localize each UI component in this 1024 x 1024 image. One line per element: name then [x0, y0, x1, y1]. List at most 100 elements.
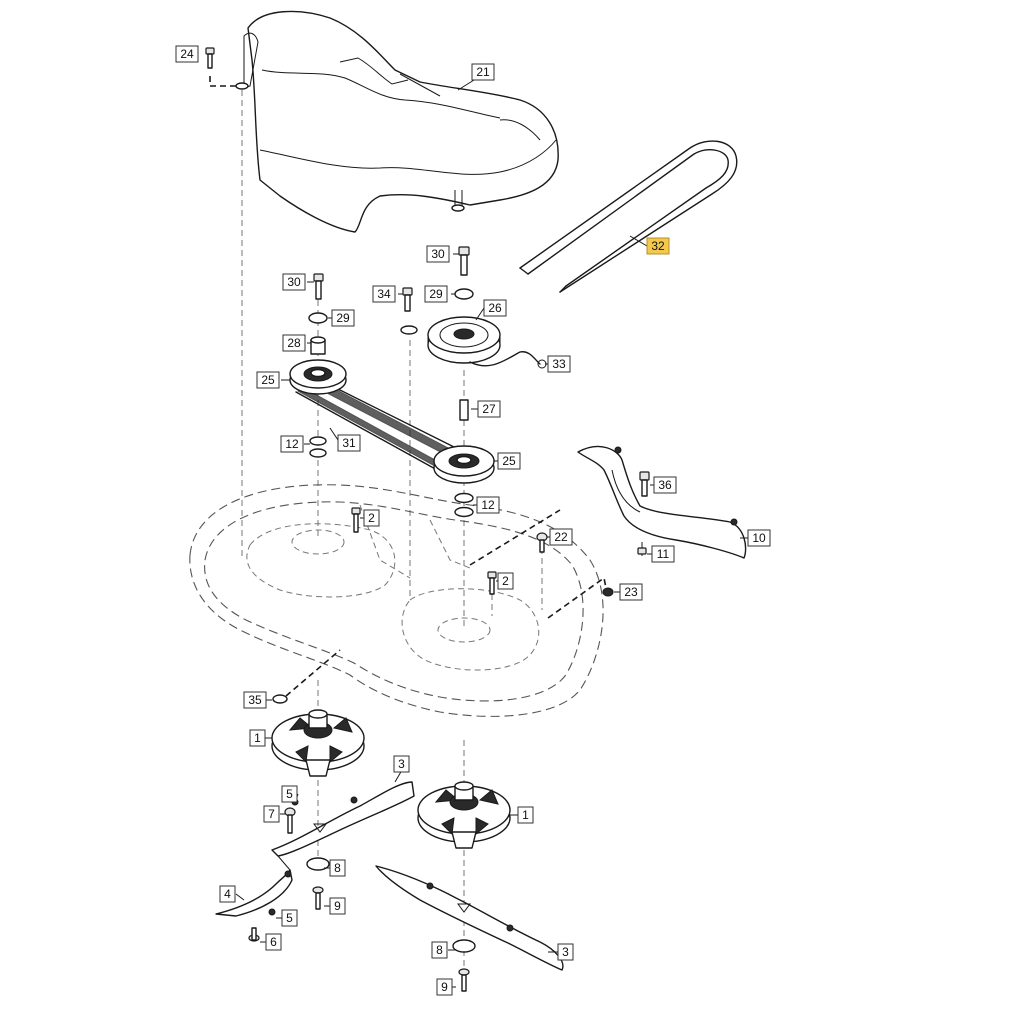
bolt-30-right [458, 246, 470, 276]
callout-box [471, 63, 495, 81]
washer-12-right-a [454, 492, 474, 504]
blade-left-part [215, 781, 415, 917]
callout-label: 34 [377, 287, 391, 301]
deck-cover-part [235, 10, 559, 233]
callout-label: 1 [254, 731, 261, 745]
callout-box [476, 496, 500, 514]
callout-box [646, 237, 670, 255]
callout-box [256, 371, 280, 389]
callout-box [329, 859, 346, 877]
callout-label: 5 [286, 787, 293, 801]
callout-label: 12 [481, 498, 495, 512]
callout-8: 8 [329, 859, 346, 877]
callout-box [331, 309, 355, 327]
callout-28: 28 [282, 334, 306, 352]
callout-box [372, 285, 396, 303]
spindle-right-part [417, 781, 511, 849]
callout-box [329, 897, 346, 915]
v-belt-part [519, 140, 738, 293]
callout-6: 6 [265, 933, 282, 951]
washer-12-right-b [454, 506, 474, 518]
callout-box [426, 245, 450, 263]
callout-box [549, 528, 573, 546]
callout-label: 3 [398, 757, 405, 771]
callout-label: 31 [342, 436, 356, 450]
callout-2: 2 [363, 509, 380, 527]
bolt-2b [487, 571, 497, 595]
callout-label: 21 [476, 65, 490, 79]
callout-label: 7 [268, 807, 275, 821]
pulley-right-part [433, 445, 495, 484]
callout-24: 24 [175, 45, 199, 63]
callout-box [263, 805, 280, 823]
callout-box [393, 755, 410, 773]
bolt-6 [248, 927, 260, 942]
callout-33: 33 [547, 355, 571, 373]
callout-box [249, 729, 266, 747]
callout-label: 36 [658, 478, 672, 492]
callout-5: 5 [281, 785, 298, 803]
bolt-34 [402, 287, 413, 312]
callout-label: 29 [336, 311, 350, 325]
callout-box [282, 334, 306, 352]
callout-11: 11 [651, 545, 675, 563]
dashed-leader-23 [547, 576, 607, 619]
deck-housing-outline [189, 484, 604, 717]
callout-box [424, 285, 448, 303]
washer-12-left-b [309, 448, 327, 458]
callout-label: 33 [552, 357, 566, 371]
callout-box [219, 885, 236, 903]
callout-label: 29 [429, 287, 443, 301]
callout-25: 25 [256, 371, 280, 389]
callout-label: 23 [624, 585, 638, 599]
dashed-leader-24 [209, 76, 240, 87]
callout-label: 12 [285, 437, 299, 451]
callout-label: 1 [522, 808, 529, 822]
pulley-left-part [289, 359, 347, 395]
callout-4: 4 [219, 885, 236, 903]
callout-label: 30 [431, 247, 445, 261]
spindle-left-part [271, 709, 365, 777]
callout-3: 3 [557, 943, 574, 961]
callout-label: 6 [270, 935, 277, 949]
callout-label: 8 [436, 943, 443, 957]
callout-25: 25 [497, 452, 521, 470]
bolt-2a [351, 507, 361, 533]
washer-8-left [306, 857, 330, 871]
callout-1: 1 [249, 729, 266, 747]
callout-8: 8 [431, 941, 448, 959]
callout-box [653, 476, 677, 494]
callout-box [337, 434, 361, 452]
callout-box [497, 572, 514, 590]
washer-29-left [308, 312, 328, 324]
washer-8-right [452, 939, 476, 953]
callout-label: 25 [502, 454, 516, 468]
callout-9: 9 [329, 897, 346, 915]
callout-box [747, 529, 771, 547]
washer-12-left-a [309, 436, 327, 446]
callout-29: 29 [331, 309, 355, 327]
bolt-7-and-5 [268, 798, 299, 916]
callout-box [619, 583, 643, 601]
callout-box [243, 691, 267, 709]
callout-3: 3 [393, 755, 410, 773]
callout-label: 4 [224, 887, 231, 901]
callout-5: 5 [281, 909, 298, 927]
callout-21: 21 [471, 63, 495, 81]
callout-12: 12 [476, 496, 500, 514]
callout-27: 27 [477, 400, 501, 418]
washer-35 [272, 694, 288, 704]
callout-23: 23 [619, 583, 643, 601]
callout-box [436, 978, 453, 996]
callout-label: 2 [502, 574, 509, 588]
callout-label: 10 [752, 531, 766, 545]
leader-lines [235, 79, 748, 988]
callout-box [431, 941, 448, 959]
callout-label: 30 [287, 275, 301, 289]
callout-1: 1 [517, 806, 534, 824]
callout-30: 30 [282, 273, 306, 291]
callout-box [282, 273, 306, 291]
callout-label: 35 [248, 693, 262, 707]
blade-right-part [375, 865, 564, 971]
callout-box [280, 435, 304, 453]
